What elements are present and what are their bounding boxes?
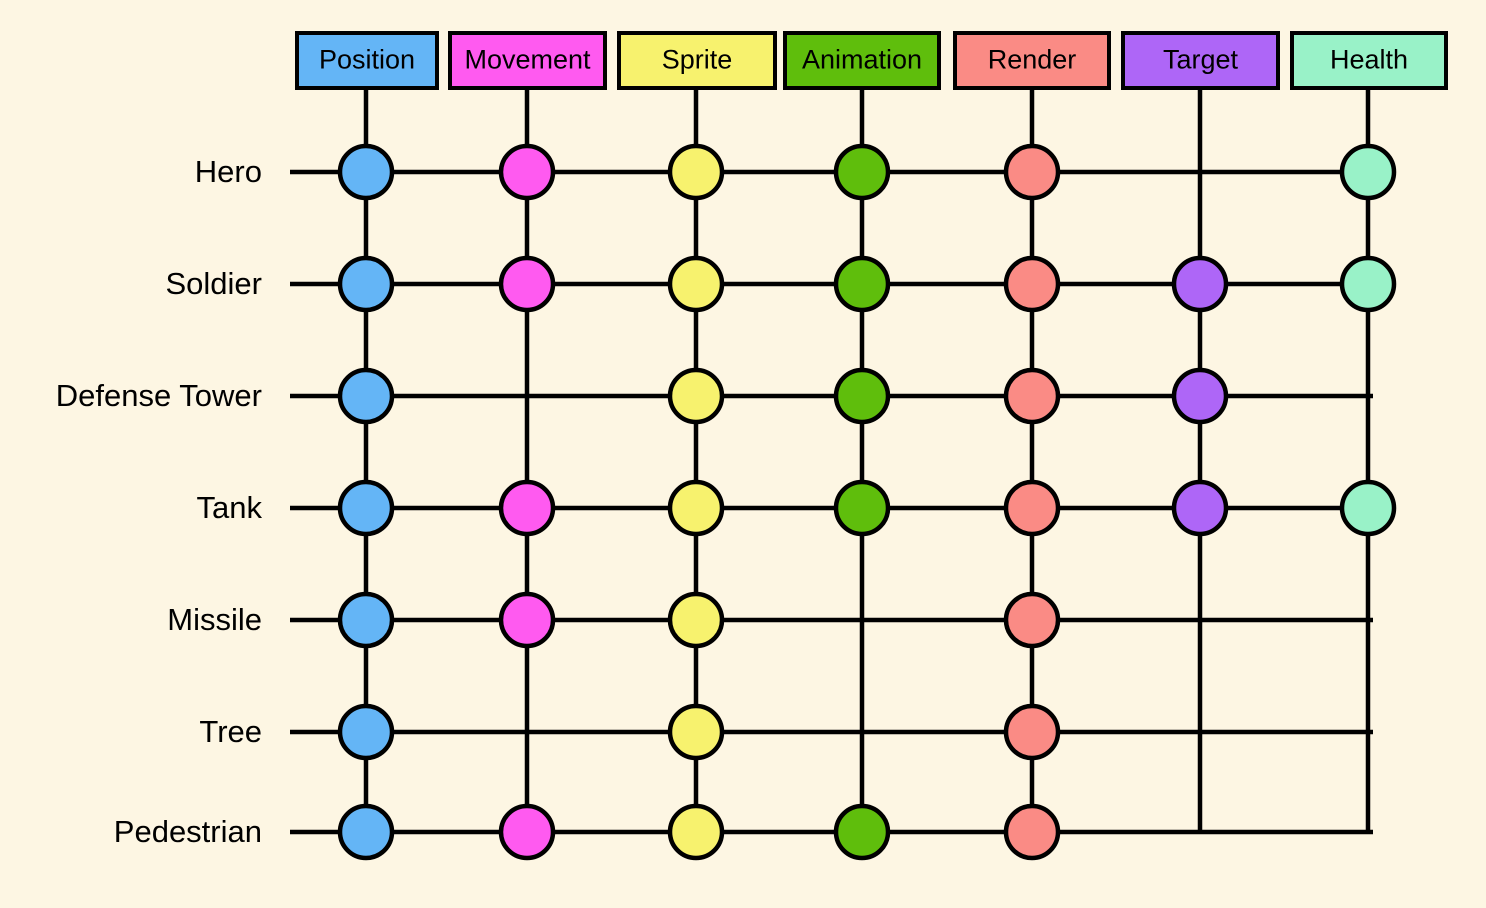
header-label-position: Position [319, 45, 415, 75]
header-label-sprite: Sprite [662, 45, 733, 75]
dot-tank-movement[interactable] [498, 479, 556, 537]
dot-pedestrian-position[interactable] [337, 803, 395, 861]
row-label-tree: Tree [199, 714, 262, 749]
dot-soldier-animation[interactable] [833, 255, 891, 313]
header-label-animation: Animation [802, 45, 922, 75]
row-label-pedestrian: Pedestrian [114, 814, 262, 849]
component-headers: Position Movement Sprite Animation Render Tar… [295, 31, 1448, 90]
dot-missile-sprite[interactable] [667, 591, 725, 649]
dot-missile-movement[interactable] [498, 591, 556, 649]
dot-hero-animation[interactable] [833, 143, 891, 201]
row-label-tank: Tank [197, 490, 263, 525]
matrix-dots [337, 143, 1397, 861]
dot-tank-sprite[interactable] [667, 479, 725, 537]
header-sprite[interactable]: Sprite [617, 31, 777, 90]
dot-tank-target[interactable] [1171, 479, 1229, 537]
dot-defense-tower-animation[interactable] [833, 367, 891, 425]
dot-tank-animation[interactable] [833, 479, 891, 537]
header-position[interactable]: Position [295, 31, 439, 90]
dot-pedestrian-animation[interactable] [833, 803, 891, 861]
dot-defense-tower-target[interactable] [1171, 367, 1229, 425]
dot-missile-render[interactable] [1003, 591, 1061, 649]
dot-hero-position[interactable] [337, 143, 395, 201]
header-movement[interactable]: Movement [448, 31, 607, 90]
header-animation[interactable]: Animation [783, 31, 941, 90]
row-label-soldier: Soldier [166, 266, 263, 301]
header-render[interactable]: Render [953, 31, 1111, 90]
row-label-defense-tower: Defense Tower [56, 378, 262, 413]
dot-missile-position[interactable] [337, 591, 395, 649]
dot-soldier-sprite[interactable] [667, 255, 725, 313]
dot-defense-tower-render[interactable] [1003, 367, 1061, 425]
header-health[interactable]: Health [1290, 31, 1448, 90]
dot-soldier-movement[interactable] [498, 255, 556, 313]
dot-soldier-position[interactable] [337, 255, 395, 313]
header-label-target: Target [1163, 45, 1239, 75]
dot-tank-render[interactable] [1003, 479, 1061, 537]
dot-soldier-target[interactable] [1171, 255, 1229, 313]
dot-tank-position[interactable] [337, 479, 395, 537]
header-target[interactable]: Target [1121, 31, 1280, 90]
header-label-render: Render [988, 45, 1077, 75]
dot-soldier-health[interactable] [1339, 255, 1397, 313]
dot-pedestrian-sprite[interactable] [667, 803, 725, 861]
dot-hero-health[interactable] [1339, 143, 1397, 201]
dot-defense-tower-position[interactable] [337, 367, 395, 425]
header-box-render [953, 31, 1111, 90]
dot-tree-position[interactable] [337, 703, 395, 761]
dot-tree-render[interactable] [1003, 703, 1061, 761]
row-label-missile: Missile [167, 602, 262, 637]
header-box-health [1290, 31, 1448, 90]
header-box-movement [448, 31, 607, 90]
dot-hero-render[interactable] [1003, 143, 1061, 201]
header-box-target [1121, 31, 1280, 90]
header-box-sprite [617, 31, 777, 90]
dot-pedestrian-movement[interactable] [498, 803, 556, 861]
row-connector-lines [290, 169, 1373, 835]
dot-pedestrian-render[interactable] [1003, 803, 1061, 861]
dot-tank-health[interactable] [1339, 479, 1397, 537]
header-box-animation [783, 31, 941, 90]
dot-hero-sprite[interactable] [667, 143, 725, 201]
dot-defense-tower-sprite[interactable] [667, 367, 725, 425]
header-label-movement: Movement [464, 45, 591, 75]
dot-tree-sprite[interactable] [667, 703, 725, 761]
dot-soldier-render[interactable] [1003, 255, 1061, 313]
header-box-position [295, 31, 439, 90]
dot-hero-movement[interactable] [498, 143, 556, 201]
row-label-hero: Hero [195, 154, 262, 189]
header-label-health: Health [1330, 45, 1408, 75]
